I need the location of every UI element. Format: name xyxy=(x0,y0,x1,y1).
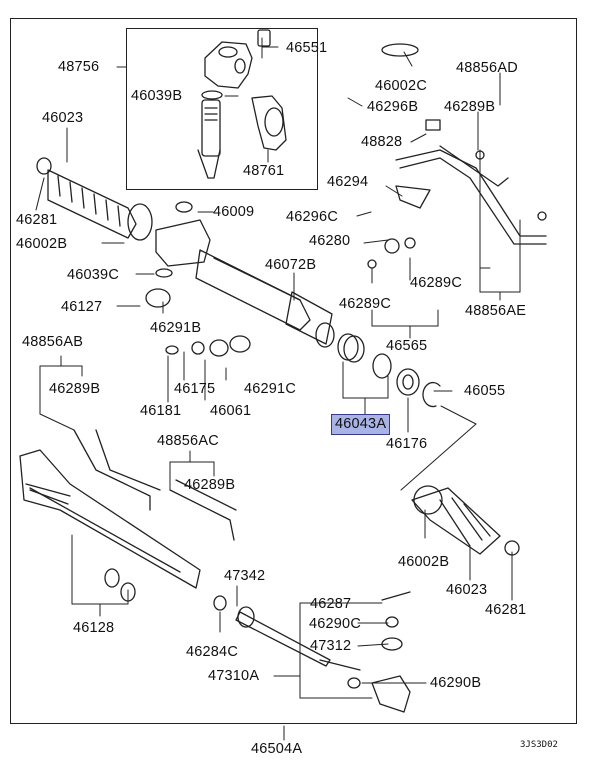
pressure-pipes xyxy=(381,43,547,245)
leader-lines xyxy=(35,37,521,741)
label-46296c: 46296C xyxy=(286,209,338,225)
label-48856ac: 48856AC xyxy=(157,433,219,449)
label-47342: 47342 xyxy=(224,568,266,584)
label-46176: 46176 xyxy=(386,436,428,452)
label-48856ae: 48856AE xyxy=(465,303,527,319)
label-48828: 48828 xyxy=(361,134,403,150)
label-46127: 46127 xyxy=(61,299,103,315)
label-46023-bottom: 46023 xyxy=(446,582,488,598)
label-46289b-left: 46289B xyxy=(49,381,101,397)
page-code: 3JS3D02 xyxy=(520,740,558,750)
rack-assembly-top xyxy=(36,157,333,345)
label-46281-top: 46281 xyxy=(16,212,58,228)
label-46039c: 46039C xyxy=(67,267,119,283)
label-46055: 46055 xyxy=(464,383,506,399)
label-46551: 46551 xyxy=(286,40,328,56)
label-46565: 46565 xyxy=(386,338,428,354)
label-46289c-left: 46289C xyxy=(339,296,391,312)
label-46128: 46128 xyxy=(73,620,115,636)
label-46504a: 46504A xyxy=(251,741,303,757)
label-46290c: 46290C xyxy=(309,616,361,632)
label-46043a-highlighted[interactable]: 46043A xyxy=(331,414,391,435)
label-46291c: 46291C xyxy=(244,381,296,397)
label-48856ad: 48856AD xyxy=(456,60,518,76)
label-48761: 48761 xyxy=(243,163,285,179)
seals-rings xyxy=(165,237,441,408)
label-47310a: 47310A xyxy=(208,668,260,684)
label-46281-bottom: 46281 xyxy=(485,602,527,618)
label-46289c-right: 46289C xyxy=(410,275,462,291)
label-46284c: 46284C xyxy=(186,644,238,660)
valve-body xyxy=(197,29,287,179)
label-46291b: 46291B xyxy=(150,320,202,336)
label-46061: 46061 xyxy=(210,403,252,419)
valve-assembly-inset xyxy=(126,28,318,190)
label-46002c: 46002C xyxy=(375,78,427,94)
label-46294: 46294 xyxy=(327,174,369,190)
label-46072b: 46072B xyxy=(265,257,317,273)
label-46181: 46181 xyxy=(140,403,182,419)
label-46023-top: 46023 xyxy=(42,110,84,126)
label-46002b-top: 46002B xyxy=(16,236,68,252)
label-46290b: 46290B xyxy=(430,675,482,691)
label-46287: 46287 xyxy=(310,596,352,612)
diagram-frame xyxy=(10,18,577,724)
rack-assembly-bottom xyxy=(19,429,520,713)
label-46039b: 46039B xyxy=(131,88,183,104)
label-46175: 46175 xyxy=(174,381,216,397)
label-46289b-bottom: 46289B xyxy=(184,477,236,493)
label-46002b-bottom: 46002B xyxy=(398,554,450,570)
label-46009: 46009 xyxy=(213,204,255,220)
label-46280: 46280 xyxy=(309,233,351,249)
label-46289b-top: 46289B xyxy=(444,99,496,115)
label-47312: 47312 xyxy=(310,638,352,654)
label-48756: 48756 xyxy=(58,59,100,75)
label-46296b: 46296B xyxy=(367,99,419,115)
label-48856ab: 48856AB xyxy=(22,334,84,350)
